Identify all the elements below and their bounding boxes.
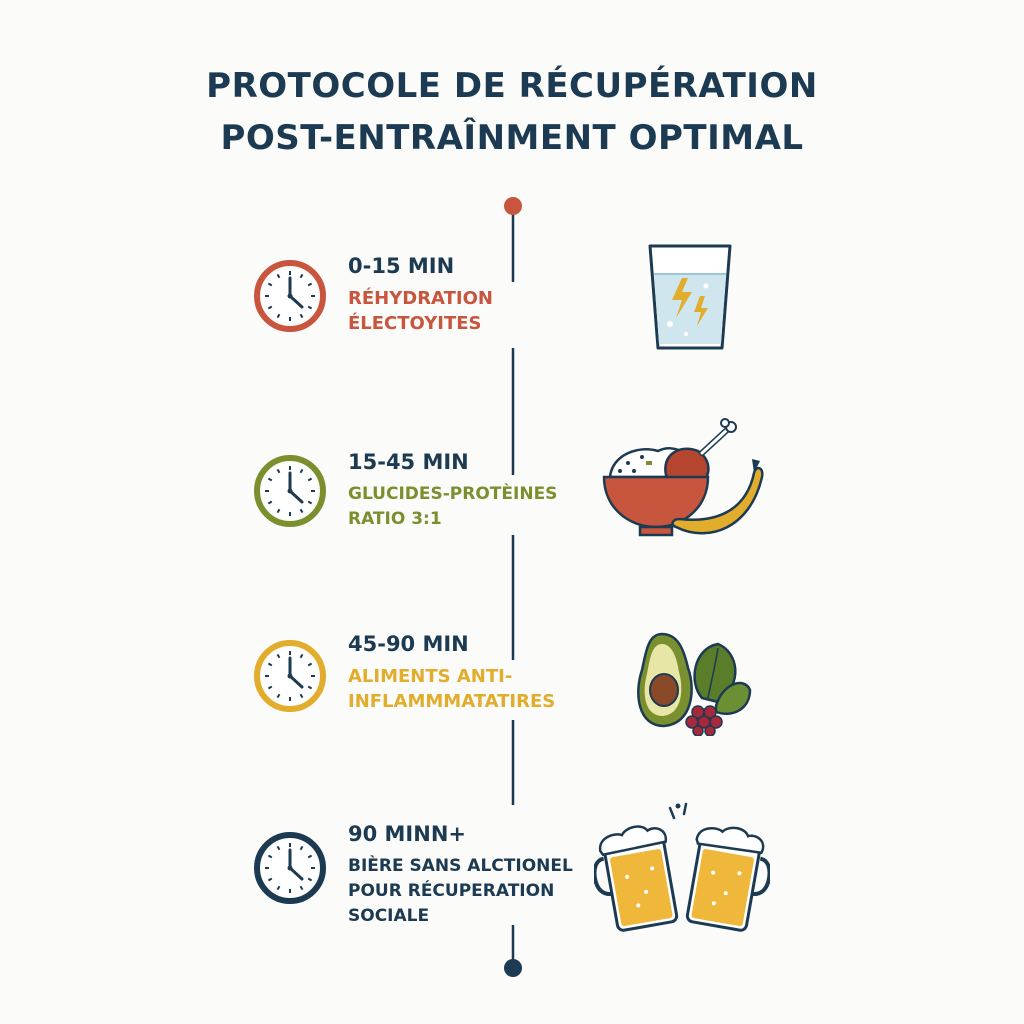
step-description: GLUCIDES-PROTÈINES RATIO 3:1 xyxy=(348,484,558,529)
step-description: BIÈRE SANS ALCTIONEL POUR RÉCUPERATION S… xyxy=(348,856,573,926)
step-4-text: 90 MINN+ BIÈRE SANS ALCTIONEL POUR RÉCUP… xyxy=(348,820,608,929)
step-time: 15-45 MIN xyxy=(348,450,469,474)
timeline-end-dot xyxy=(504,959,522,977)
page-title: PROTOCOLE DE RÉCUPÉRATION POST-ENTRAÎNME… xyxy=(0,60,1024,164)
clock-icon xyxy=(254,455,326,527)
step-2-text: 15-45 MIN GLUCIDES-PROTÈINES RATIO 3:1 xyxy=(348,448,608,532)
step-time: 45-90 MIN xyxy=(348,632,469,656)
clock-icon xyxy=(254,260,326,332)
clock-icon xyxy=(254,832,326,904)
step-time: 90 MINN+ xyxy=(348,822,466,846)
title-line-2: POST-ENTRAÎNMENT OPTIMAL xyxy=(220,118,804,158)
water-glass-electrolyte-icon xyxy=(648,244,732,350)
beer-mugs-cheers-icon xyxy=(594,802,770,932)
chicken-rice-bowl-banana-icon xyxy=(602,418,764,537)
title-line-1: PROTOCOLE DE RÉCUPÉRATION xyxy=(206,66,818,106)
step-description: ALIMENTS ANTI- INFLAMMMATATIRES xyxy=(348,666,556,712)
clock-icon xyxy=(254,640,326,712)
step-1-text: 0-15 MIN RÉHYDRATION ÉLECTOYITES xyxy=(348,252,598,336)
timeline-start-dot xyxy=(504,197,522,215)
avocado-spinach-berries-icon xyxy=(637,632,752,736)
step-time: 0-15 MIN xyxy=(348,254,455,278)
step-description: RÉHYDRATION ÉLECTOYITES xyxy=(348,288,493,334)
step-3-text: 45-90 MIN ALIMENTS ANTI- INFLAMMMATATIRE… xyxy=(348,630,608,714)
